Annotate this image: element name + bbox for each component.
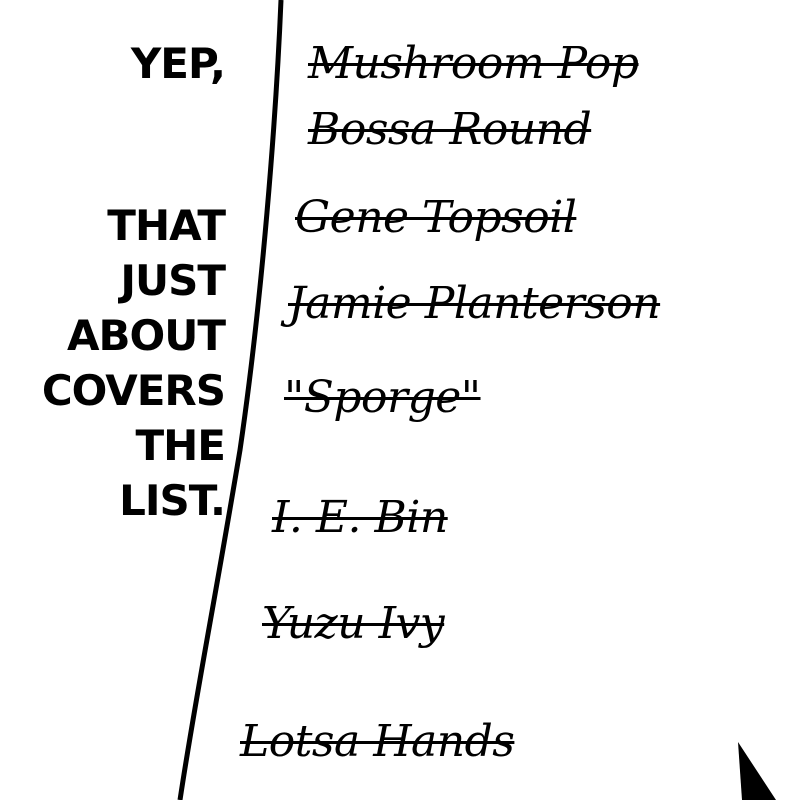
speech-line: THAT bbox=[107, 201, 226, 250]
crossed-name: "Sporge" bbox=[284, 372, 481, 423]
speech-line: COVERS bbox=[41, 366, 226, 415]
speech-line: THE bbox=[135, 421, 227, 470]
crossed-name: Bossa Round bbox=[308, 104, 592, 155]
crossed-name: Lotsa Hands bbox=[240, 716, 515, 767]
speech-text-body: THAT JUST ABOUT COVERS THE LIST. bbox=[41, 198, 227, 528]
speech-line: LIST. bbox=[119, 476, 226, 525]
speech-text-yep: YEP, bbox=[130, 39, 226, 88]
crossed-name: Gene Topsoil bbox=[295, 192, 577, 243]
crossed-name: Yuzu Ivy bbox=[262, 598, 445, 649]
pointer-triangle-icon bbox=[738, 742, 776, 800]
speech-line: JUST bbox=[120, 256, 226, 305]
speech-line: ABOUT bbox=[67, 311, 226, 360]
crossed-name: Mushroom Pop bbox=[308, 38, 639, 89]
divider-line bbox=[177, 0, 284, 800]
crossed-name: Jamie Planterson bbox=[288, 278, 661, 329]
crossed-name: I. E. Bin bbox=[272, 492, 448, 543]
